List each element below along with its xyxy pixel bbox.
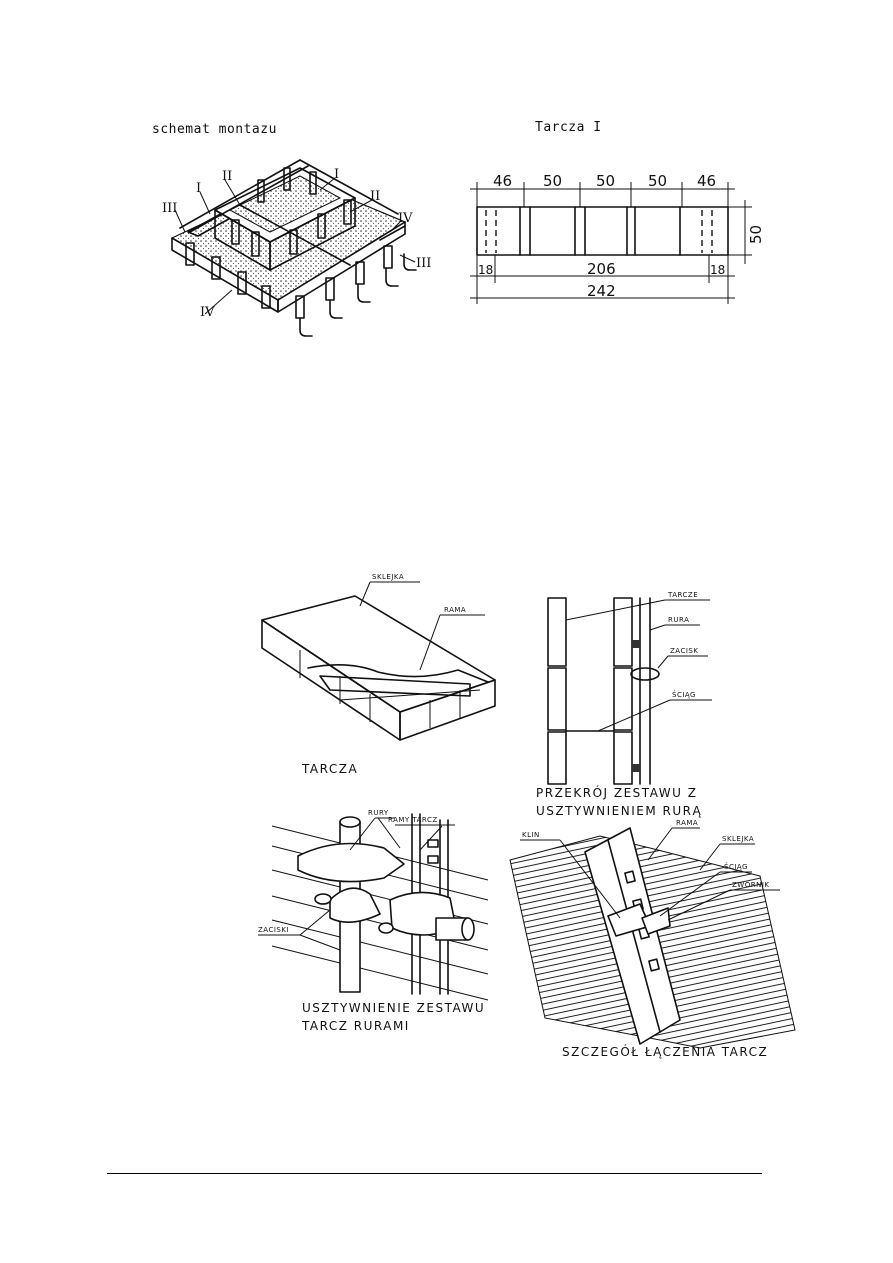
footer-rule <box>107 1173 762 1174</box>
caption-stiffening-line2: TARCZ RURAMI <box>301 1019 410 1033</box>
caption-section-line2: USZTYWNIENIEM RURĄ <box>536 804 702 818</box>
label-sciag-br: ŚCIĄG <box>724 862 748 871</box>
dim-top-2: 50 <box>543 172 562 190</box>
dim-bottom-middle: 206 <box>587 260 616 278</box>
label-tarcze: TARCZE <box>667 591 698 599</box>
label-i-right: I <box>334 167 339 182</box>
label-sklejka-tl: SKLEJKA <box>372 573 404 581</box>
dim-total: 242 <box>587 282 616 300</box>
dim-top-1: 46 <box>493 172 512 190</box>
label-ii-left: II <box>222 169 232 184</box>
label-rury: RURY <box>368 809 389 817</box>
label-iv-right: IV <box>398 211 413 226</box>
caption-joint-detail: SZCZEGÓŁ ŁĄCZENIA TARCZ <box>562 1044 768 1059</box>
label-rura: RURA <box>668 616 689 624</box>
assembly-scheme-caption: schemat montazu <box>152 122 277 137</box>
label-iii-left: III <box>162 201 177 216</box>
panel-stiffening-drawing <box>258 813 489 1001</box>
label-iv-left: IV <box>200 305 215 320</box>
caption-tarcza: TARCZA <box>301 762 358 776</box>
dim-height: 50 <box>747 225 765 244</box>
panel-tarcza-drawing <box>261 581 496 741</box>
label-zwornik: ZWORNIK <box>732 881 769 889</box>
label-zacisk: ZACISK <box>670 647 698 655</box>
caption-section-line1: PRZEKRÓJ ZESTAWU Z <box>536 785 697 800</box>
label-i-left: I <box>196 181 201 196</box>
label-rama-tl: RAMA <box>444 606 466 614</box>
dim-top-3: 50 <box>596 172 615 190</box>
panel-i-caption: Tarcza I <box>535 120 602 135</box>
label-sklejka-br: SKLEJKA <box>722 835 754 843</box>
panel-section-drawing <box>547 597 712 785</box>
label-iii-right: III <box>416 256 431 271</box>
label-rama-br: RAMA <box>676 819 698 827</box>
caption-stiffening-line1: USZTYWNIENIE ZESTAWU <box>302 1001 485 1015</box>
label-sciag-tr: ŚCIĄG <box>672 690 696 699</box>
label-ramy-tarcz: RAMY TARCZ <box>388 816 438 824</box>
dim-bottom-left: 18 <box>478 263 493 277</box>
label-klin: KLIN <box>522 831 540 839</box>
panel-joint-detail-drawing <box>509 827 796 1049</box>
dim-top-5: 46 <box>697 172 716 190</box>
label-zaciski: ZACISKI <box>258 926 289 934</box>
label-ii-right: II <box>370 189 380 204</box>
dim-bottom-right: 18 <box>710 263 725 277</box>
dim-top-4: 50 <box>648 172 667 190</box>
